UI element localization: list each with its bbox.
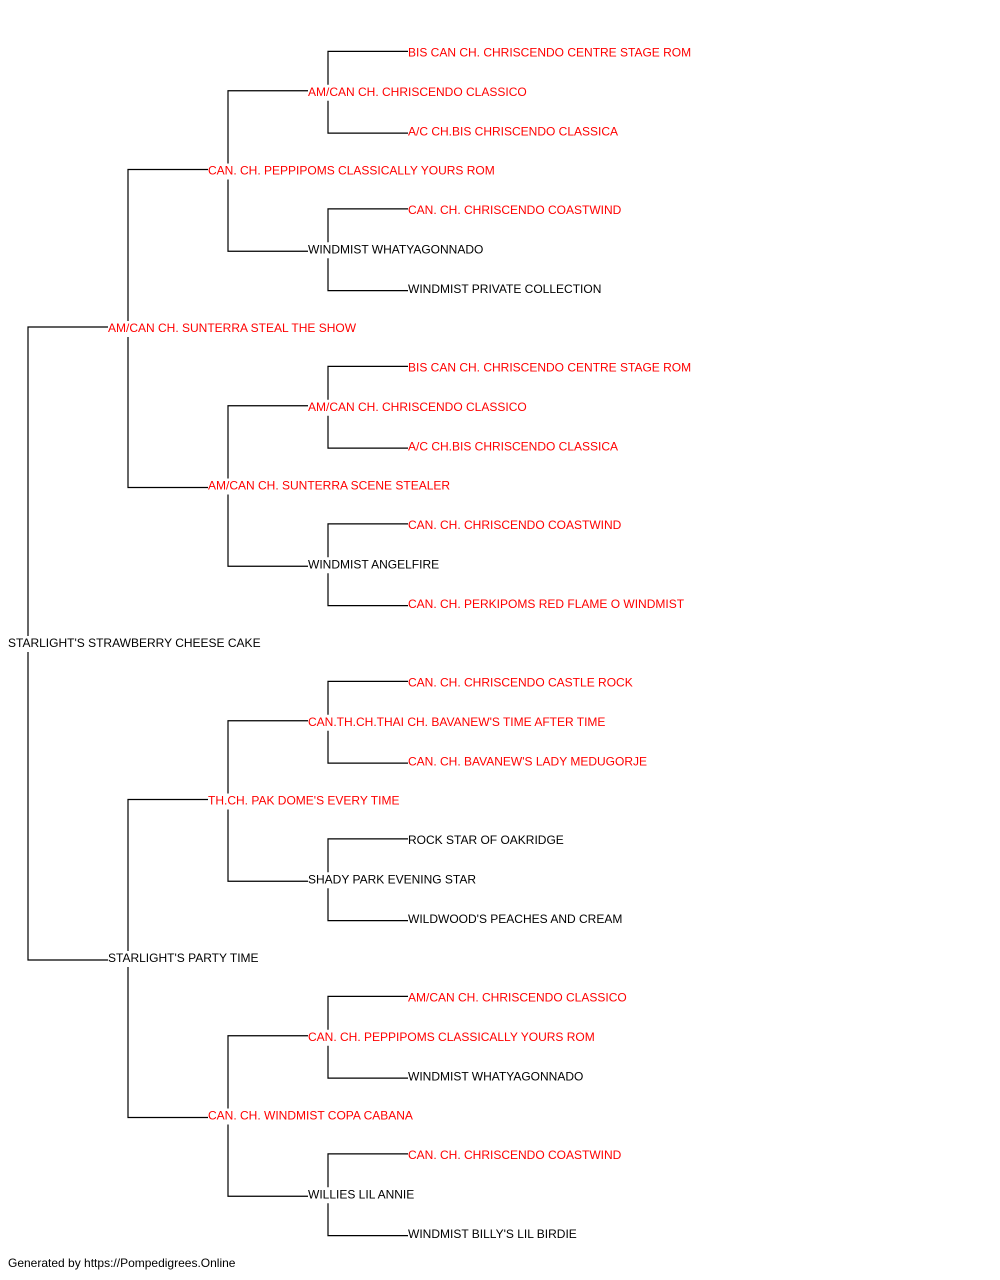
connector-sire-sire-sire xyxy=(327,50,408,134)
pedigree-entry-dam-dam-dam-sire: CAN. CH. CHRISCENDO COASTWIND xyxy=(408,1148,622,1162)
pedigree-entry-dam-sire-dam-sire: ROCK STAR OF OAKRIDGE xyxy=(408,833,564,847)
connector-dam-dam xyxy=(227,1035,308,1197)
pedigree-entry-dam-dam: CAN. CH. WINDMIST COPA CABANA xyxy=(208,1109,413,1123)
connector-sire-sire-dam xyxy=(327,208,408,292)
connector-sire xyxy=(127,168,208,489)
pedigree-entry-dam-sire-sire-dam: CAN. CH. BAVANEW'S LADY MEDUGORJE xyxy=(408,754,647,768)
pedigree-entry-subject: STARLIGHT'S STRAWBERRY CHEESE CAKE xyxy=(8,636,261,650)
pedigree-entry-dam-sire: TH.CH. PAK DOME'S EVERY TIME xyxy=(208,794,399,808)
pedigree-entry-sire-sire-sire-sire: BIS CAN CH. CHRISCENDO CENTRE STAGE ROM xyxy=(408,46,691,60)
pedigree-entry-sire-dam-dam: WINDMIST ANGELFIRE xyxy=(308,557,439,571)
connector-sire-dam-sire xyxy=(327,365,408,449)
pedigree-entry-sire-dam-dam-sire: CAN. CH. CHRISCENDO COASTWIND xyxy=(408,518,622,532)
pedigree-entry-dam-sire-dam: SHADY PARK EVENING STAR xyxy=(308,872,476,886)
connector-dam-sire-sire xyxy=(327,680,408,764)
footer-credit: Generated by https://Pompedigrees.Online xyxy=(8,1256,236,1270)
pedigree-entry-dam-sire-dam-dam: WILDWOOD'S PEACHES AND CREAM xyxy=(408,912,622,926)
pedigree-entry-dam-dam-sire-dam: WINDMIST WHATYAGONNADO xyxy=(408,1069,583,1083)
pedigree-entry-sire-sire-dam-dam: WINDMIST PRIVATE COLLECTION xyxy=(408,282,601,296)
pedigree-entry-sire-sire-sire-dam: A/C CH.BIS CHRISCENDO CLASSICA xyxy=(408,124,618,138)
connector-sire-sire xyxy=(227,90,308,252)
connector-dam xyxy=(127,798,208,1119)
pedigree-entry-sire-dam-dam-dam: CAN. CH. PERKIPOMS RED FLAME O WINDMIST xyxy=(408,597,685,611)
pedigree-entry-sire-dam-sire-dam: A/C CH.BIS CHRISCENDO CLASSICA xyxy=(408,439,618,453)
pedigree-entry-dam-dam-dam-dam: WINDMIST BILLY'S LIL BIRDIE xyxy=(408,1227,577,1241)
pedigree-entry-sire-dam-sire: AM/CAN CH. CHRISCENDO CLASSICO xyxy=(308,400,527,414)
pedigree-entry-sire: AM/CAN CH. SUNTERRA STEAL THE SHOW xyxy=(108,321,357,335)
connector-sire-dam xyxy=(227,405,308,567)
pedigree-entry-dam-sire-sire-sire: CAN. CH. CHRISCENDO CASTLE ROCK xyxy=(408,676,633,690)
connector-dam-sire xyxy=(227,720,308,882)
connector-dam-sire-dam xyxy=(327,838,408,922)
pedigree-entry-sire-sire-sire: AM/CAN CH. CHRISCENDO CLASSICO xyxy=(308,85,527,99)
pedigree-entry-dam-dam-dam: WILLIES LIL ANNIE xyxy=(308,1187,414,1201)
pedigree-entry-dam-dam-sire: CAN. CH. PEPPIPOMS CLASSICALLY YOURS ROM xyxy=(308,1030,595,1044)
pedigree-entry-sire-dam: AM/CAN CH. SUNTERRA SCENE STEALER xyxy=(208,479,450,493)
pedigree-connector-lines xyxy=(27,50,408,1237)
pedigree-entry-dam: STARLIGHT'S PARTY TIME xyxy=(108,951,259,965)
pedigree-entry-sire-sire-dam-sire: CAN. CH. CHRISCENDO COASTWIND xyxy=(408,203,622,217)
pedigree-entry-dam-sire-sire: CAN.TH.CH.THAI CH. BAVANEW'S TIME AFTER … xyxy=(308,715,605,729)
pedigree-entry-dam-dam-sire-sire: AM/CAN CH. CHRISCENDO CLASSICO xyxy=(408,991,627,1005)
connector-dam-dam-dam xyxy=(327,1153,408,1237)
pedigree-name-labels: STARLIGHT'S STRAWBERRY CHEESE CAKE AM/CAN… xyxy=(8,46,691,1241)
pedigree-entry-sire-sire: CAN. CH. PEPPIPOMS CLASSICALLY YOURS ROM xyxy=(208,164,495,178)
connector-sire-dam-dam xyxy=(327,523,408,607)
pedigree-entry-sire-dam-sire-sire: BIS CAN CH. CHRISCENDO CENTRE STAGE ROM xyxy=(408,361,691,375)
pedigree-entry-sire-sire-dam: WINDMIST WHATYAGONNADO xyxy=(308,242,483,256)
connector-dam-dam-sire xyxy=(327,995,408,1079)
connector-subject xyxy=(27,326,108,961)
pedigree-tree: STARLIGHT'S STRAWBERRY CHEESE CAKE AM/CAN… xyxy=(8,46,691,1241)
